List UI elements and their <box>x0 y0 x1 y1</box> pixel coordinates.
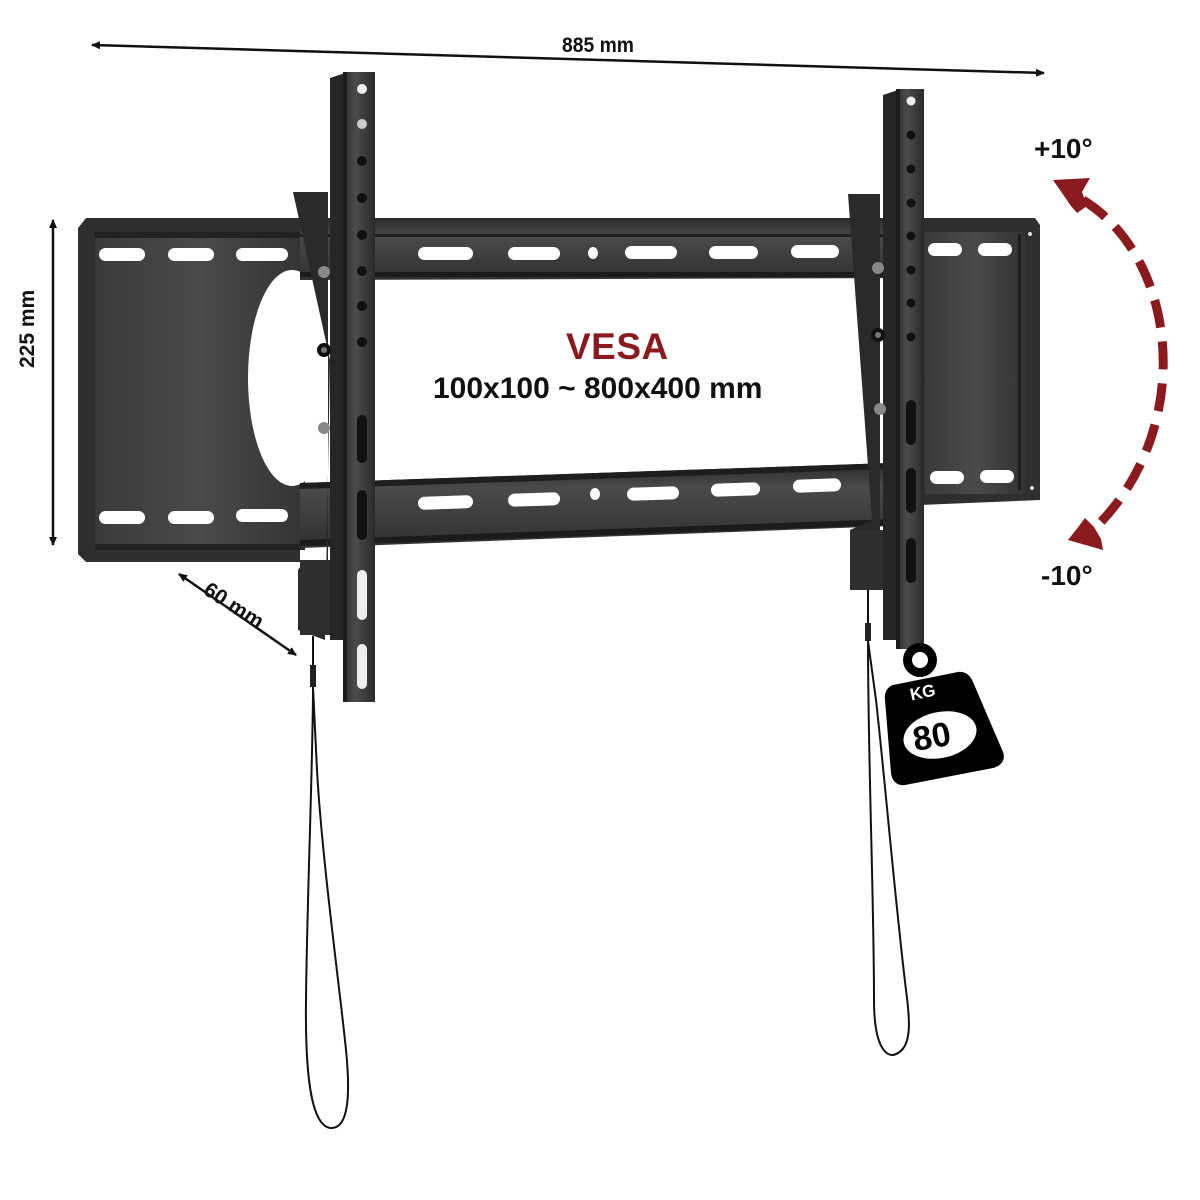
top-rail <box>300 218 920 280</box>
left-tv-arm <box>293 72 375 702</box>
tilt-arrow-icon <box>1053 178 1168 550</box>
left-release-cord <box>304 636 350 1130</box>
right-wall-plate <box>920 218 1040 505</box>
weight-icon <box>884 643 1004 786</box>
right-release-cord <box>865 590 910 1056</box>
width-arrow-icon <box>91 41 1045 77</box>
tilt-up-label: +10° <box>1034 133 1093 164</box>
bottom-rail <box>300 462 920 548</box>
right-tv-arm <box>848 89 924 649</box>
depth-arrow-icon <box>178 572 297 657</box>
tilt-down-label: -10° <box>1041 560 1093 591</box>
vesa-range: 100x100 ~ 800x400 mm <box>433 372 763 405</box>
width-dimension-label: 885 mm <box>562 34 634 57</box>
vesa-title: VESA <box>566 326 669 367</box>
max-load-value: 80 <box>909 715 954 760</box>
left-wall-plate <box>78 218 336 562</box>
height-dimension-label: 225 mm <box>16 289 39 368</box>
